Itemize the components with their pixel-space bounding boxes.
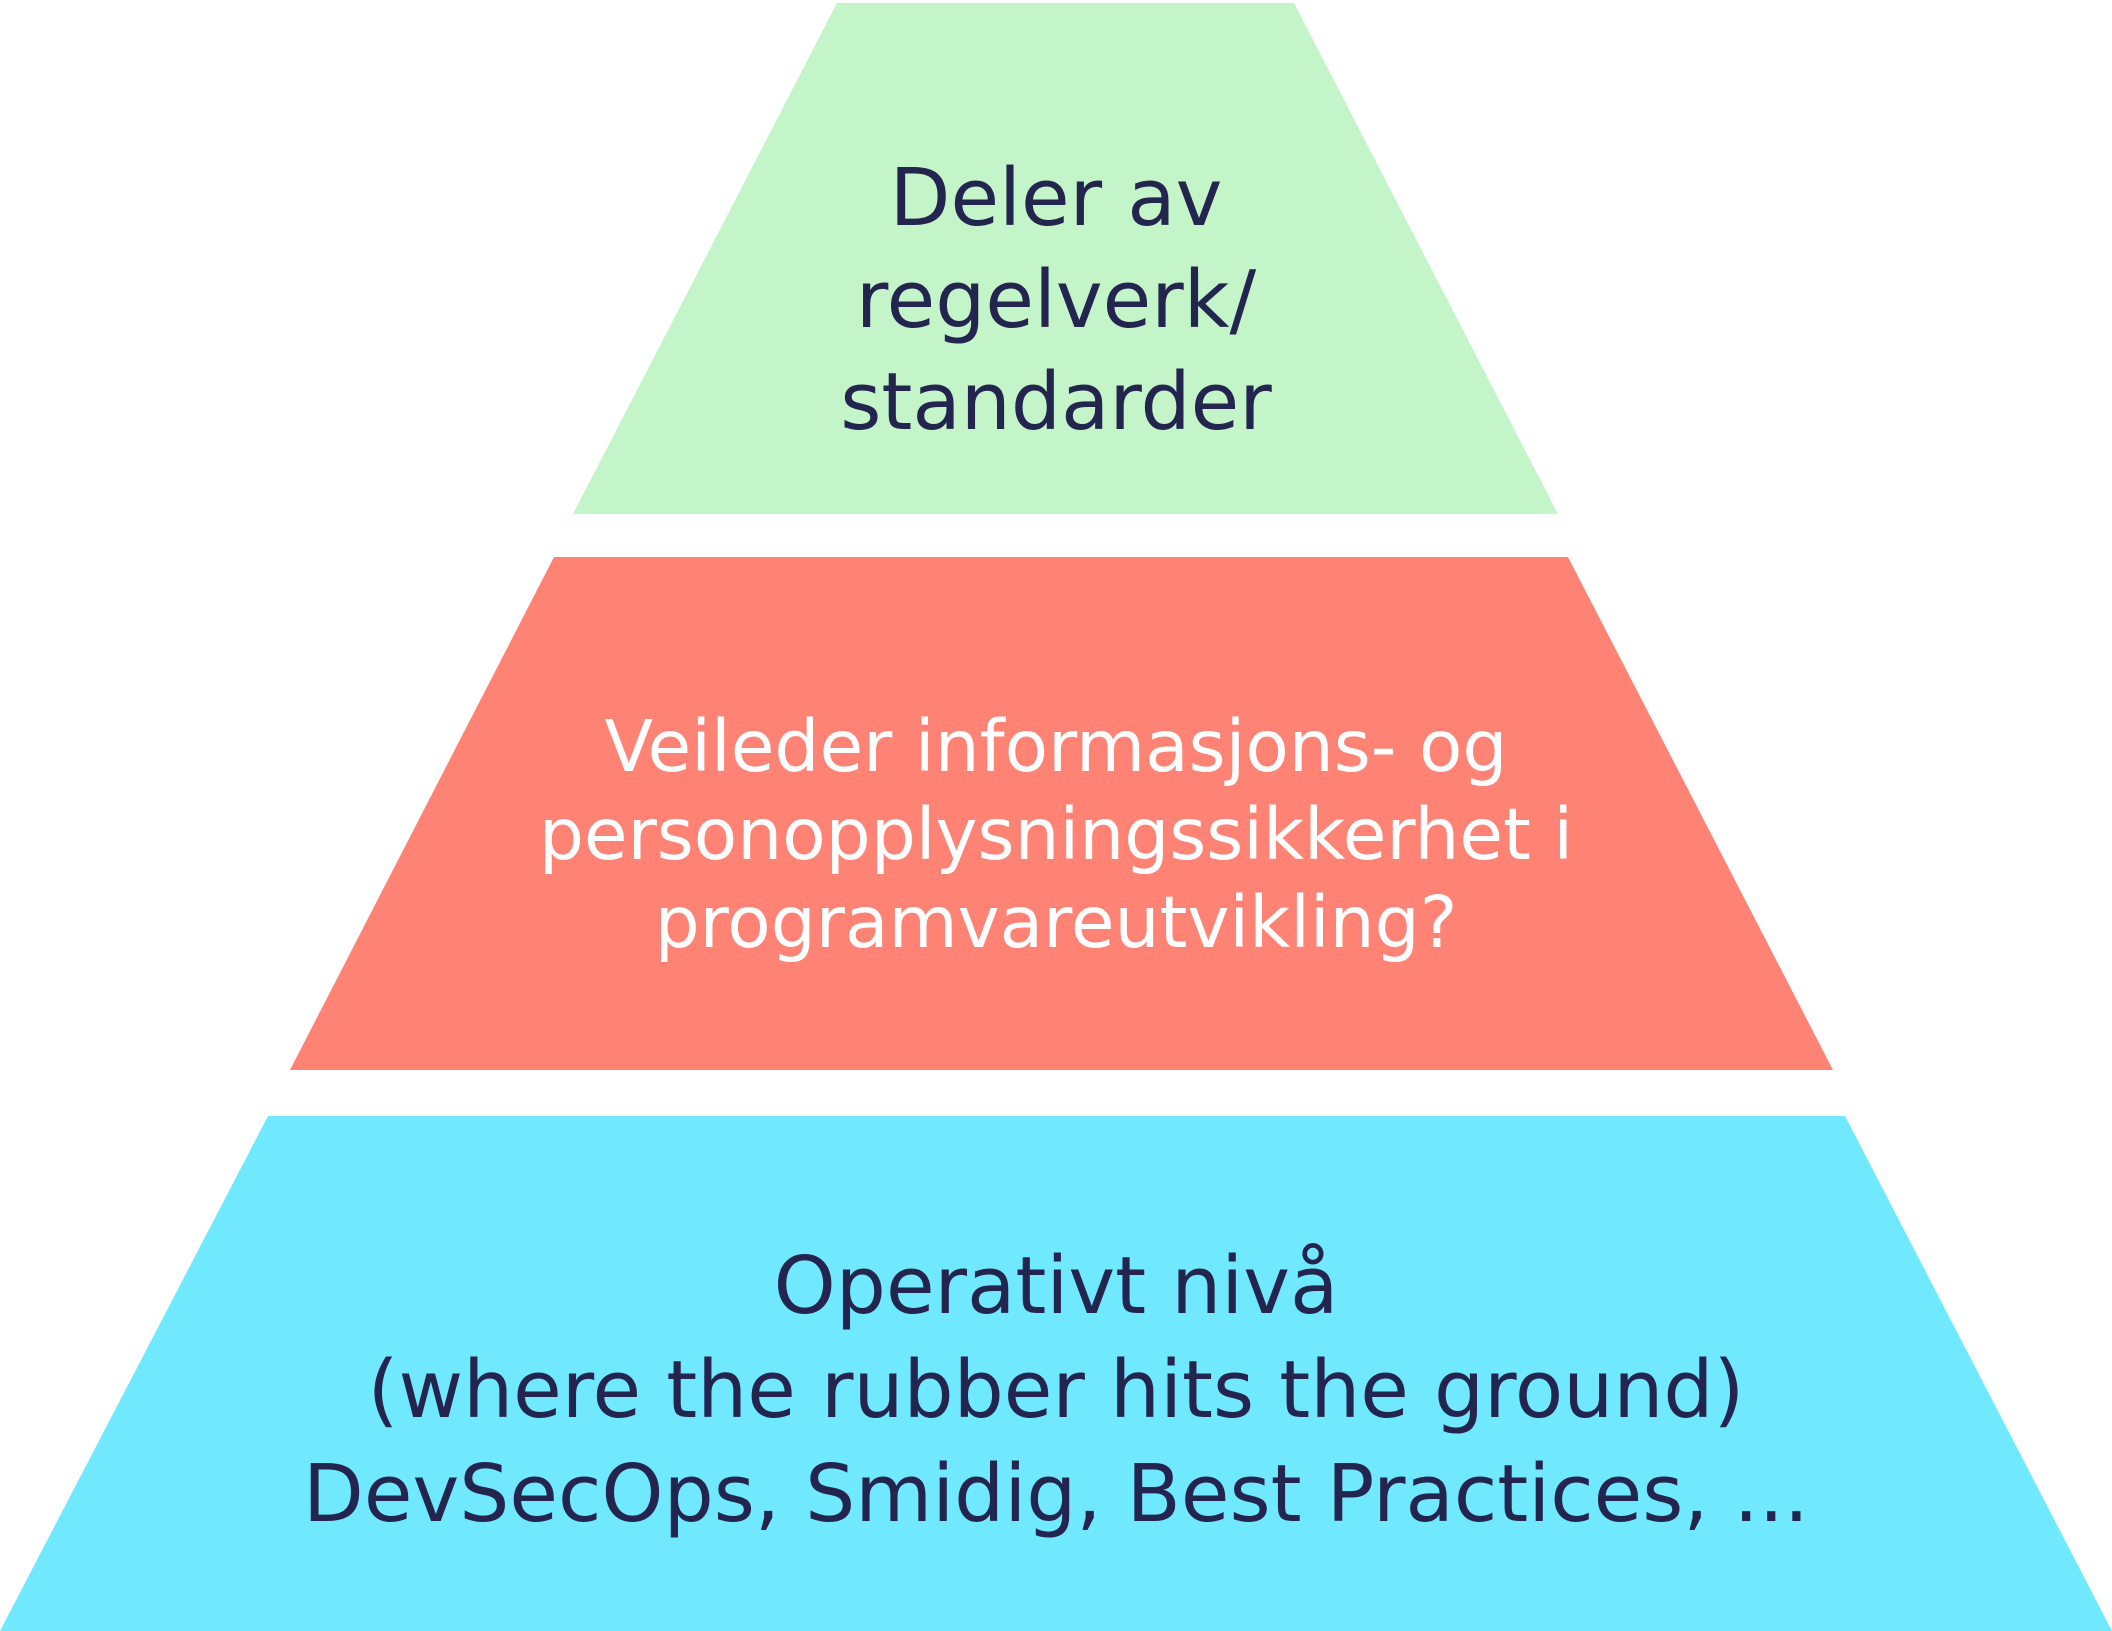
tier-top-label-line: regelverk/ [855,254,1257,346]
pyramid-tier-top [573,3,1558,514]
tier-middle-label-line: Veileder informasjons- og [604,705,1508,788]
tier-bottom-label: Operativt nivå (where the rubber hits th… [0,1240,2112,1540]
tier-bottom-label-line: DevSecOps, Smidig, Best Practices, ... [303,1448,1809,1540]
tier-top-label-line: Deler av [889,152,1223,244]
tier-middle-label-line: personopplysningssikkerhet i [538,793,1574,876]
tier-bottom-label-line: (where the rubber hits the ground) [367,1344,1745,1436]
tier-top-label-line: standarder [840,356,1272,448]
pyramid-tier-middle [290,557,1833,1070]
tier-bottom-label-line: Operativt nivå [773,1240,1339,1332]
tier-middle-label: Veileder informasjons- og personopplysni… [0,700,2112,970]
tier-middle-label-line: programvareutvikling? [654,881,1458,964]
tier-top-label: Deler av regelverk/ standarder [0,150,2112,450]
pyramid-tier-bottom [0,1116,2112,1631]
